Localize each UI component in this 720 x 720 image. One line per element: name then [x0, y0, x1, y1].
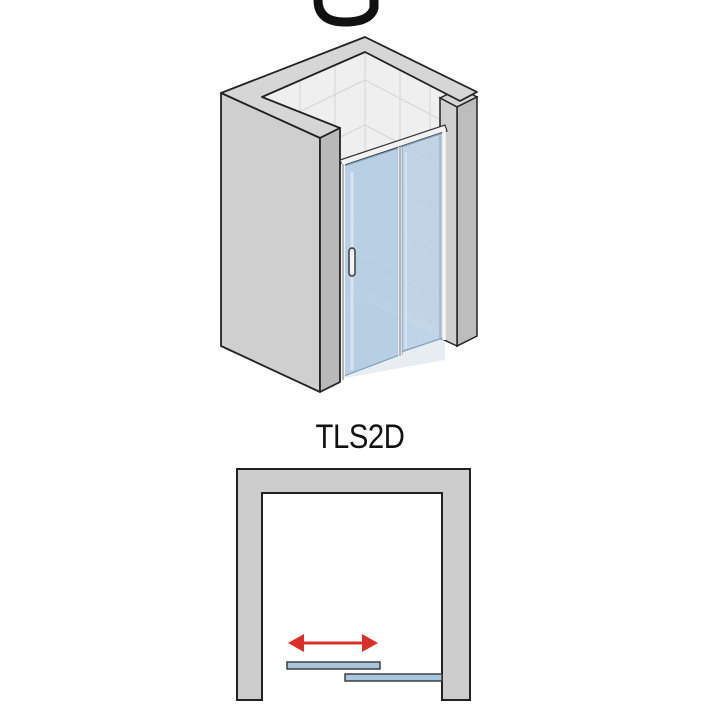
- plan-sliding-panel: [286, 661, 381, 670]
- right-wall-face: [456, 95, 478, 348]
- model-code-label: TLS2D: [315, 418, 405, 456]
- isometric-view: [220, 36, 479, 393]
- sliding-direction-arrow: [288, 634, 378, 652]
- plan-fixed-panel: [344, 673, 443, 682]
- door-handle: [348, 247, 356, 277]
- left-wall-face: [220, 92, 321, 393]
- left-wall-front: [319, 127, 341, 393]
- floor-plan: [236, 468, 471, 701]
- plan-wall: [236, 468, 471, 701]
- glass-panel-fixed: [397, 132, 444, 354]
- cropped-top-glyph: [313, 0, 379, 27]
